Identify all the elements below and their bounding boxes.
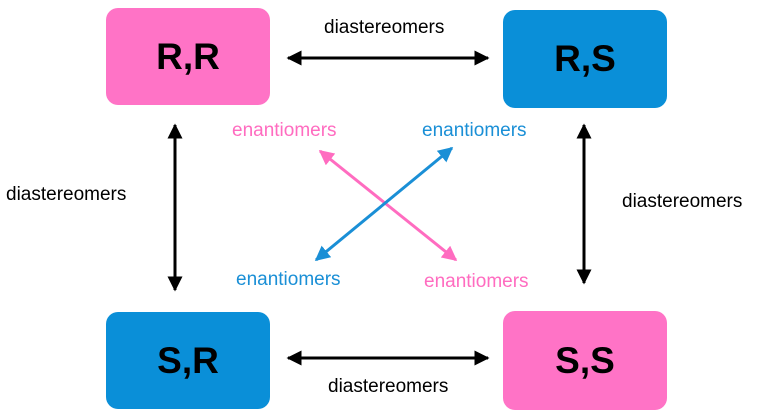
- label-enantiomers-bottom-left: enantiomers: [236, 269, 341, 290]
- isomer-box-rs: R,S: [503, 10, 667, 108]
- label-bottom-diastereomers: diastereomers: [328, 376, 449, 397]
- label-top-diastereomers: diastereomers: [324, 17, 445, 38]
- isomer-label-rr: R,R: [156, 35, 220, 77]
- arrow-rs-sr-enantiomers: [314, 146, 454, 262]
- label-enantiomers-top-left: enantiomers: [232, 120, 337, 141]
- label-right-diastereomers: diastereomers: [622, 191, 743, 212]
- isomer-label-rs: R,S: [554, 38, 616, 79]
- label-enantiomers-top-right: enantiomers: [422, 120, 527, 141]
- isomer-box-sr: S,R: [106, 312, 270, 409]
- isomer-box-ss: S,S: [503, 311, 667, 410]
- arrow-rr-ss-enantiomers: [318, 149, 458, 262]
- label-enantiomers-bottom-right: enantiomers: [424, 271, 529, 292]
- isomer-label-ss: S,S: [555, 339, 615, 381]
- isomer-box-rr: R,R: [106, 8, 270, 105]
- isomer-label-sr: S,R: [157, 339, 219, 381]
- label-left-diastereomers: diastereomers: [6, 184, 127, 205]
